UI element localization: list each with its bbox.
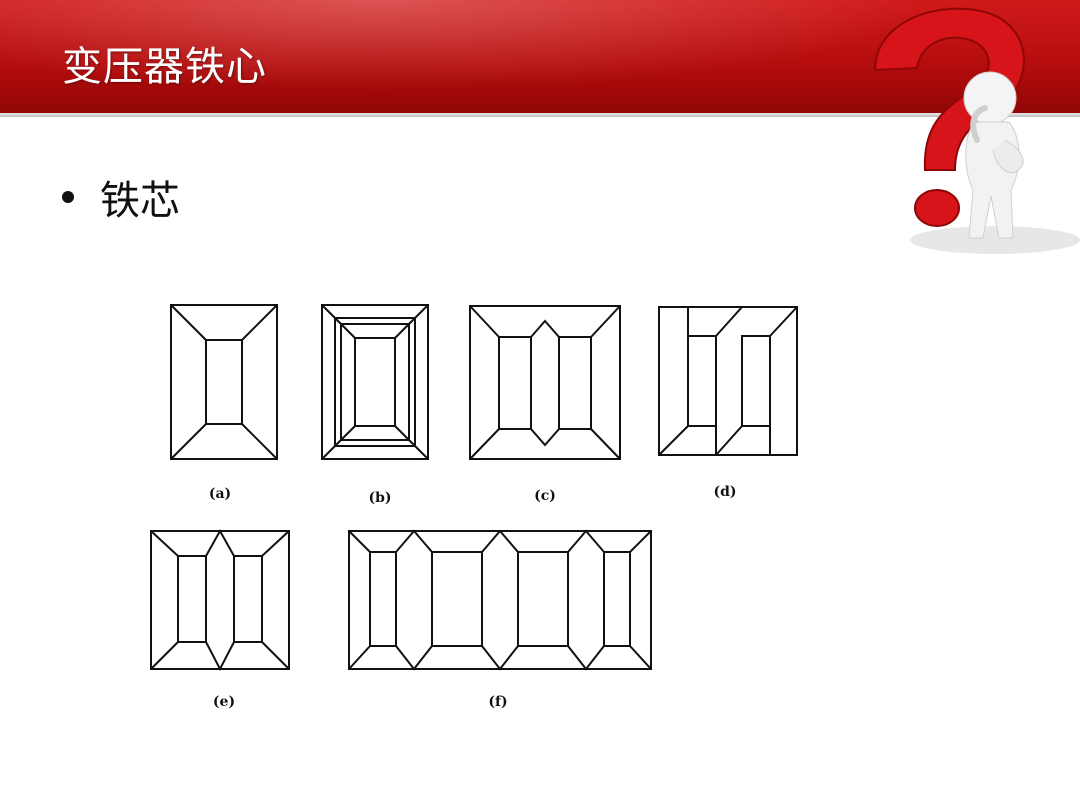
- bullet-text: 铁芯: [100, 178, 180, 224]
- title-bar-divider: [0, 113, 1080, 117]
- figure-label-c: (c): [534, 488, 556, 504]
- core-shape-c: [469, 305, 621, 460]
- slide-title: 变压器铁心: [62, 44, 267, 90]
- figure-label-e: (e): [212, 694, 236, 710]
- core-shape-d: [658, 306, 798, 456]
- core-shape-b: [321, 304, 429, 460]
- figure-label-a: (a): [208, 486, 232, 502]
- core-shape-f: [348, 529, 652, 671]
- question-mark-figure-icon: [873, 7, 1080, 254]
- transformer-core-diagram: (a) (b) (c): [140, 290, 798, 720]
- figure-label-f: (f): [488, 694, 508, 710]
- bullet-item: 铁芯: [62, 168, 180, 226]
- bullet-dot-icon: [62, 191, 74, 203]
- figure-label-b: (b): [368, 490, 392, 506]
- core-shape-a: [170, 304, 278, 460]
- core-shape-e: [150, 528, 290, 672]
- figure-label-d: (d): [713, 484, 737, 500]
